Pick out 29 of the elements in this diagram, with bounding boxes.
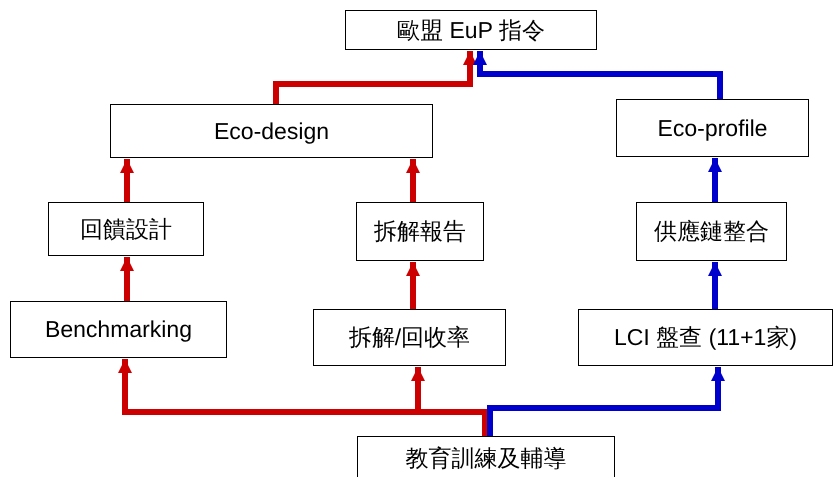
box-label: Eco-profile: [658, 114, 768, 142]
arrow: [120, 159, 134, 202]
process-box: [110, 104, 433, 158]
process-box: [48, 202, 204, 256]
arrow: [487, 367, 725, 436]
box-label: 供應鏈整合: [654, 217, 769, 246]
process-box: [357, 436, 615, 477]
box-label: 拆解/回收率: [348, 323, 470, 352]
arrow: [708, 158, 722, 202]
arrow: [406, 262, 420, 309]
process-box: [578, 309, 833, 366]
process-box: [313, 309, 506, 366]
box-label: Benchmarking: [44, 316, 192, 343]
arrow: [473, 51, 723, 99]
arrow: [406, 159, 420, 202]
process-box: [616, 99, 809, 157]
box-label: 拆解報告: [374, 217, 466, 246]
arrow: [708, 262, 722, 309]
box-label: 歐盟 EuP 指令: [397, 16, 545, 44]
arrow: [273, 51, 477, 104]
box-label: LCI 盤查 (11+1家): [614, 323, 797, 352]
box-label: 教育訓練及輔導: [406, 444, 566, 473]
process-box: [356, 202, 484, 261]
process-box: [10, 301, 227, 358]
arrow: [120, 257, 134, 301]
process-box: [636, 202, 787, 261]
box-label: 回饋設計: [80, 214, 172, 244]
process-box: [345, 10, 597, 50]
box-label: Eco-design: [214, 118, 330, 144]
